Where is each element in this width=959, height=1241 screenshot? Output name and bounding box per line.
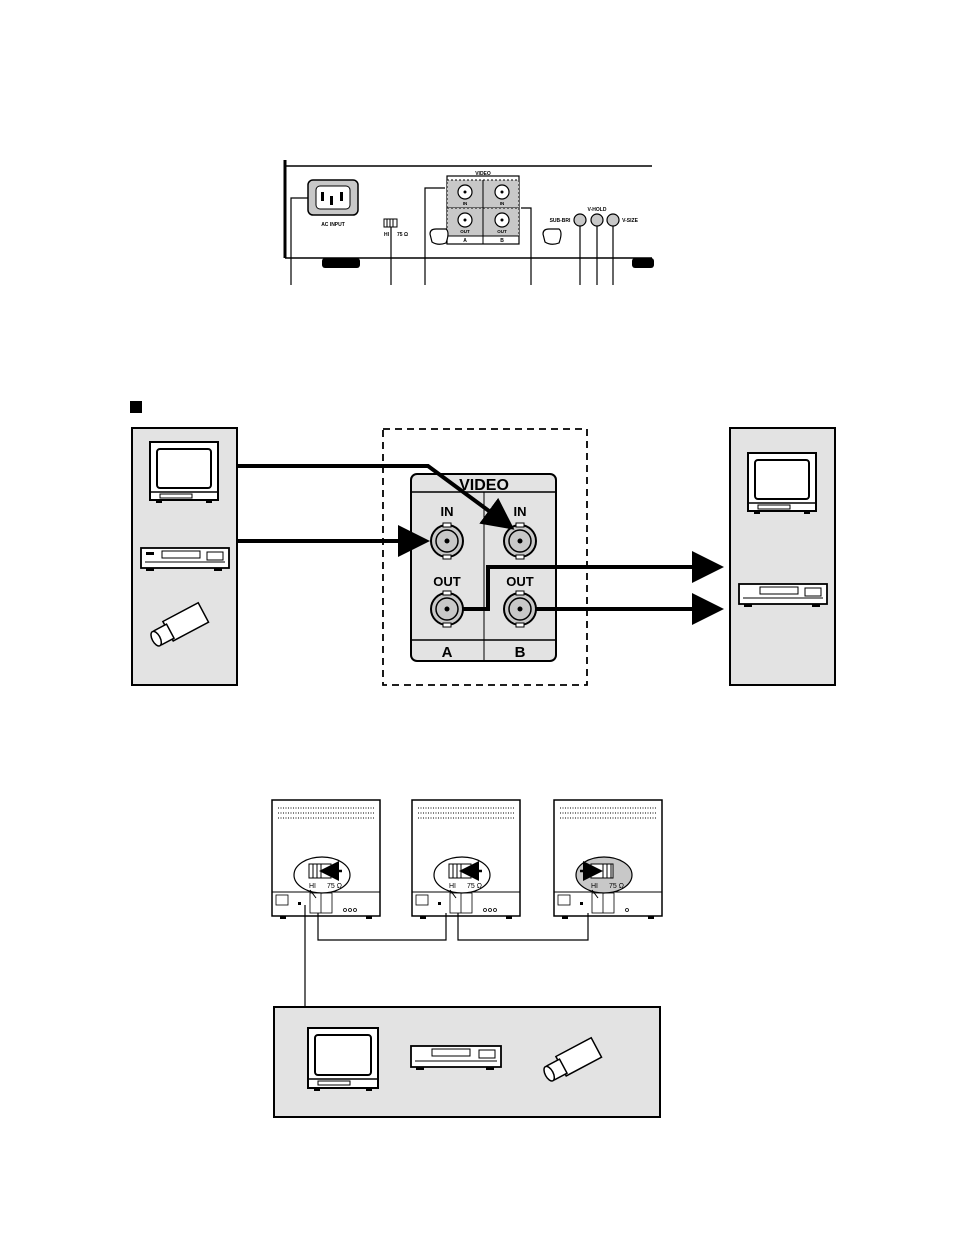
- in-a-label: IN: [441, 504, 454, 519]
- dest-monitor-icon: [748, 453, 816, 514]
- chain-3-hi-label: HI: [591, 883, 598, 890]
- switch-hi-label: HI: [384, 232, 390, 238]
- v-size-knob[interactable]: [607, 214, 619, 226]
- bnc-b-out: [504, 591, 536, 627]
- chain-monitor-3: HI 75 Ω: [554, 800, 662, 919]
- bnc-a-out: [431, 591, 463, 627]
- sub-bri-label: SUB-BRI: [550, 218, 571, 224]
- handle-slot-left: [430, 229, 448, 244]
- ac-input-label: AC INPUT: [321, 222, 345, 228]
- bottom-source-panel: [274, 1007, 660, 1117]
- chain-2-75-label: 75 Ω: [467, 883, 482, 890]
- destination-devices-panel: [730, 428, 835, 685]
- chain-cables: [305, 905, 588, 1007]
- out-a-label: OUT: [433, 574, 461, 589]
- chain-2-hi-label: HI: [449, 883, 456, 890]
- monitor-chain: HI 75 Ω: [272, 800, 662, 1007]
- handle-slot-right: [543, 229, 561, 244]
- rear-video-label: VIDEO: [475, 171, 491, 177]
- bnc-a-in: [431, 523, 463, 559]
- foot-right: [632, 258, 654, 268]
- rear-in-b-label: IN: [500, 201, 505, 206]
- rear-panel: AC INPUT HI 75 Ω VIDEO IN IN: [285, 160, 654, 285]
- bottom-vcr-icon: [411, 1046, 501, 1070]
- switch-75-label: 75 Ω: [397, 232, 408, 238]
- chain-monitor-2: HI 75 Ω: [412, 800, 520, 919]
- section-marker: [130, 401, 142, 413]
- foot-left: [322, 258, 360, 268]
- vcr-icon: [141, 548, 229, 571]
- rear-col-b-label: B: [500, 238, 504, 244]
- chain-3-75-label: 75 Ω: [609, 883, 624, 890]
- ac-input-socket: [308, 180, 358, 215]
- chain-1-75-label: 75 Ω: [327, 883, 342, 890]
- v-hold-label: V-HOLD: [588, 207, 607, 213]
- v-hold-knob[interactable]: [591, 214, 603, 226]
- rear-out-a-label: OUT: [460, 229, 470, 234]
- bnc-b-in: [504, 523, 536, 559]
- sub-bri-knob[interactable]: [574, 214, 586, 226]
- rear-in-a-label: IN: [463, 201, 468, 206]
- chain-monitor-1: HI 75 Ω: [272, 800, 380, 919]
- monitor-icon: [150, 442, 218, 503]
- rear-out-b-label: OUT: [497, 229, 507, 234]
- chain-1-hi-label: HI: [309, 883, 316, 890]
- dest-vcr-icon: [739, 584, 827, 607]
- rear-video-block: VIDEO IN IN OUT OUT A B: [447, 171, 519, 244]
- source-devices-panel: [132, 428, 237, 685]
- rear-col-a-label: A: [463, 238, 467, 244]
- out-b-label: OUT: [506, 574, 534, 589]
- in-b-label: IN: [514, 504, 527, 519]
- col-a-label: A: [442, 644, 453, 661]
- v-size-label: V-SIZE: [622, 218, 639, 224]
- termination-switch[interactable]: [384, 219, 397, 227]
- bottom-monitor-icon: [308, 1028, 378, 1091]
- col-b-label: B: [515, 644, 526, 661]
- video-panel-title: VIDEO: [459, 477, 509, 494]
